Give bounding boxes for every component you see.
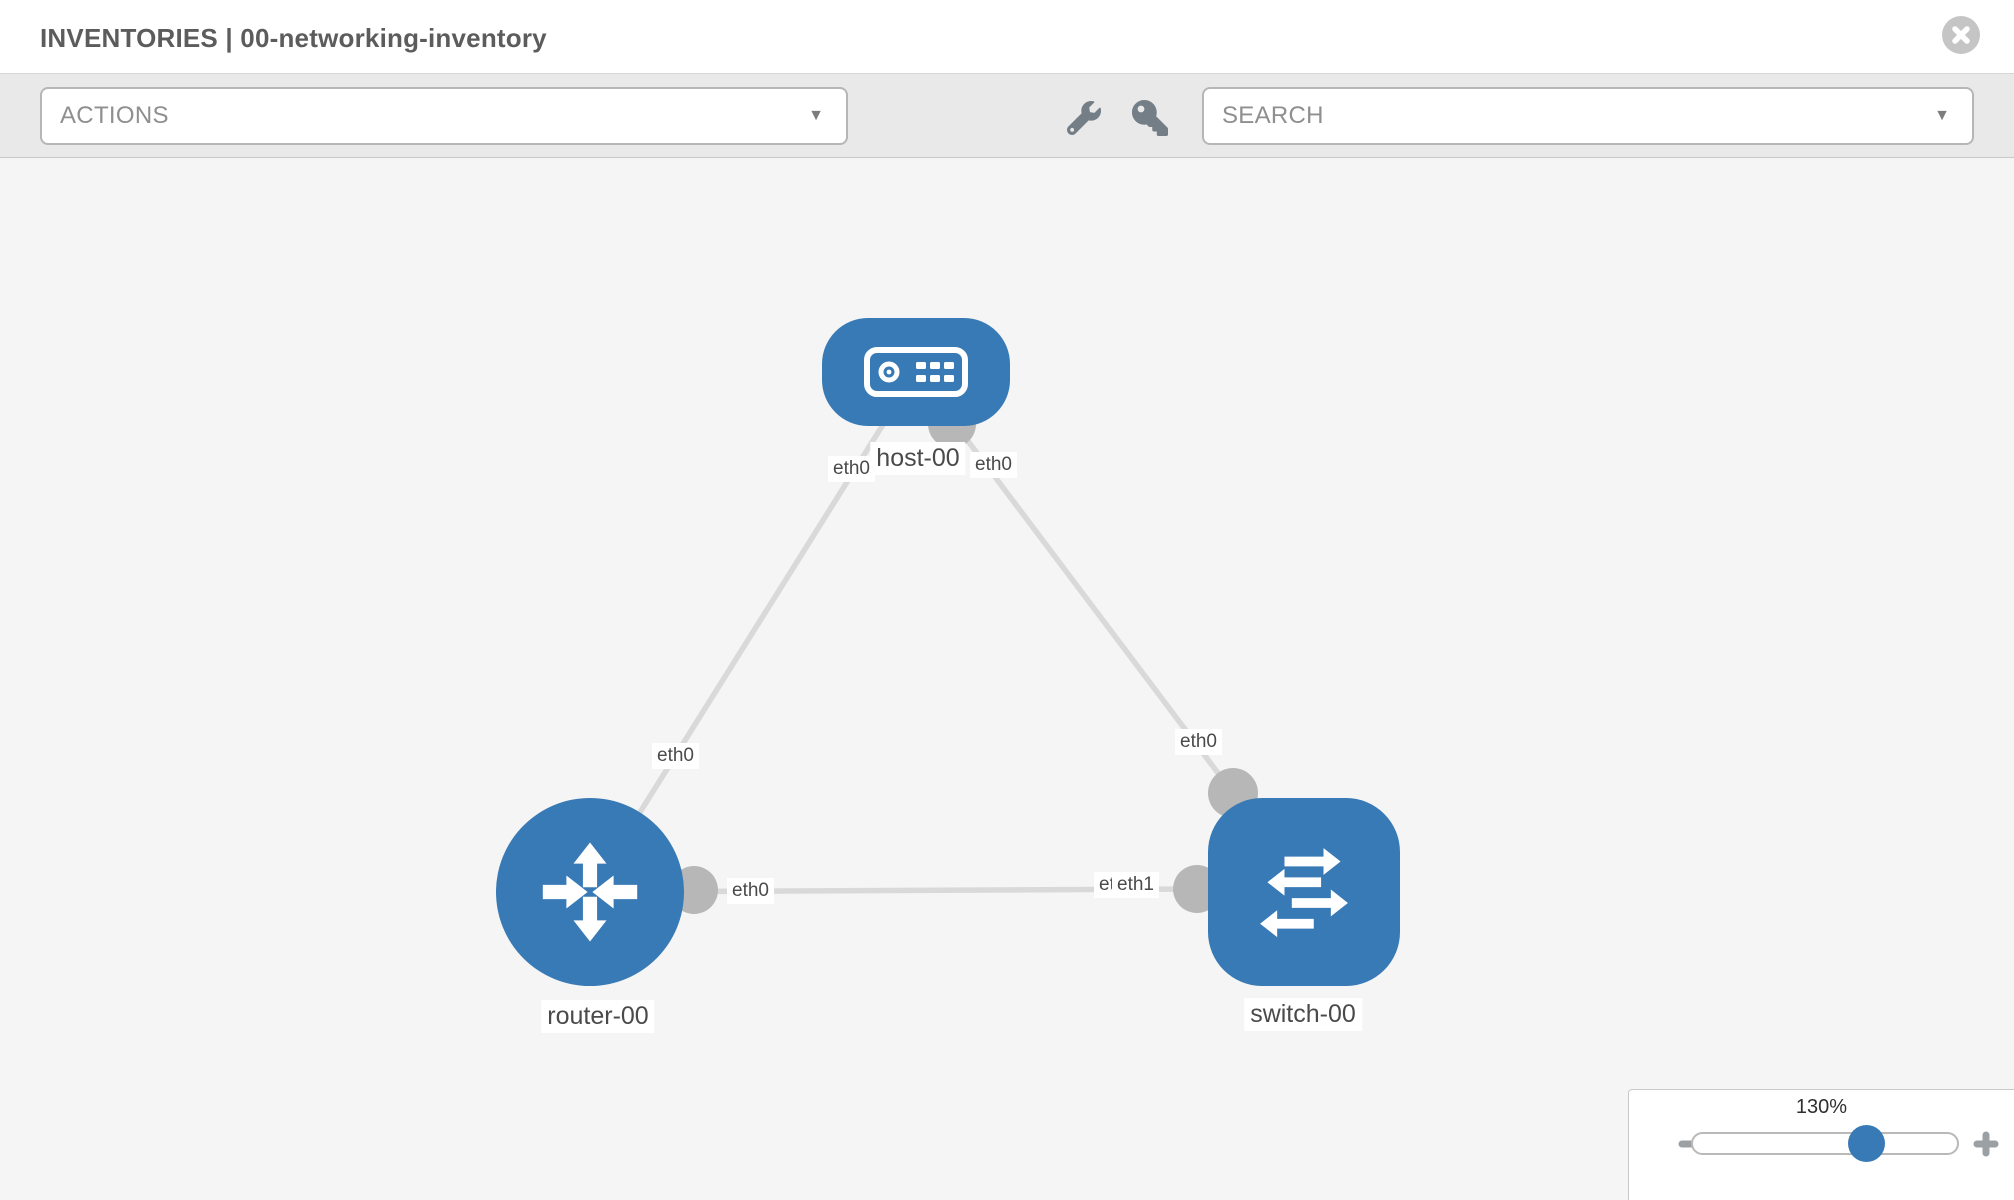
- interface-label-host-eth0-to-router: eth0: [828, 456, 875, 482]
- node-label-switch: switch-00: [1244, 998, 1362, 1031]
- node-switch[interactable]: [1208, 798, 1400, 986]
- switch-icon: [1260, 848, 1348, 938]
- node-router[interactable]: [496, 798, 684, 986]
- link-host-switch[interactable]: [913, 370, 1236, 795]
- zoom-slider-track[interactable]: [1691, 1125, 1959, 1162]
- interface-label-router-eth0-to-switch: eth0: [727, 878, 774, 904]
- node-label-router: router-00: [541, 1000, 655, 1033]
- key-icon: [1132, 100, 1168, 136]
- topology-canvas[interactable]: host-00 router-00 switch-00 eth0 eth0 et…: [0, 158, 2014, 1200]
- zoom-slider-thumb[interactable]: [1848, 1125, 1885, 1162]
- chevron-down-icon: ▼: [1934, 107, 1950, 124]
- router-icon: [542, 842, 638, 942]
- interface-label-switch-eth1-to-router: eth1: [1112, 872, 1159, 898]
- node-label-host: host-00: [870, 442, 966, 475]
- toolbar: ACTIONS ▼ ▼: [0, 73, 2014, 158]
- search-box: ▼: [1202, 87, 1974, 145]
- plus-icon: [1973, 1131, 1999, 1157]
- search-input[interactable]: [1204, 89, 1972, 143]
- zoom-level-readout: 130%: [1795, 1096, 1848, 1118]
- credentials-button[interactable]: [1128, 98, 1172, 138]
- topology-links-layer: [587, 370, 1258, 914]
- wrench-icon: [1067, 101, 1101, 135]
- node-host[interactable]: [822, 318, 1010, 426]
- interface-label-host-eth0-to-switch: eth0: [970, 452, 1017, 478]
- host-icon: [864, 347, 968, 397]
- zoom-in-button[interactable]: [1968, 1126, 2004, 1162]
- tools-button[interactable]: [1062, 98, 1106, 138]
- actions-dropdown-label: ACTIONS: [60, 102, 169, 129]
- actions-dropdown[interactable]: ACTIONS ▼: [40, 87, 848, 145]
- interface-label-switch-eth0-to-host: eth0: [1175, 729, 1222, 755]
- close-icon: [1952, 26, 1970, 44]
- modal-header: INVENTORIES | 00-networking-inventory: [0, 0, 2014, 73]
- close-button[interactable]: [1942, 16, 1980, 54]
- page-title: INVENTORIES | 00-networking-inventory: [40, 23, 547, 53]
- chevron-down-icon: ▼: [808, 107, 824, 124]
- zoom-panel: 130%: [1628, 1089, 2014, 1200]
- interface-label-router-eth0-to-host: eth0: [652, 743, 699, 769]
